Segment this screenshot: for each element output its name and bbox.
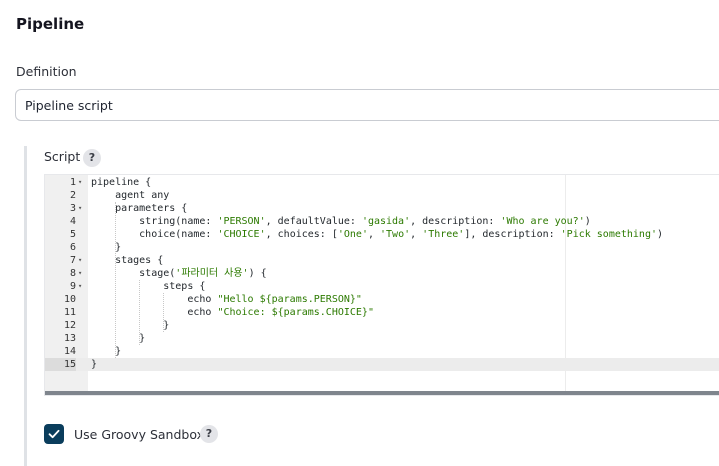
code-line[interactable]: 8▾ stage('파라미터 사용') {: [45, 267, 719, 280]
code-line[interactable]: 1▾ pipeline {: [45, 176, 719, 189]
line-number: 11: [63, 307, 76, 318]
code-line[interactable]: 6 }: [45, 241, 719, 254]
fold-caret-icon[interactable]: ▾: [78, 256, 83, 264]
fold-caret-icon[interactable]: ▾: [78, 204, 83, 212]
code-line[interactable]: 3▾ parameters {: [45, 202, 719, 215]
code-text: }: [91, 242, 122, 253]
code-text: }: [91, 359, 98, 370]
code-text: parameters {: [91, 203, 188, 214]
line-number: 12: [63, 320, 76, 331]
code-line[interactable]: 10 echo "Hello ${params.PERSON}": [45, 293, 719, 306]
code-line[interactable]: 5 choice(name: 'CHOICE', choices: ['One'…: [45, 228, 719, 241]
print-margin: [565, 175, 566, 395]
fold-caret-icon[interactable]: ▾: [78, 282, 83, 290]
code-line[interactable]: 15}: [45, 358, 719, 371]
line-number: 3: [69, 203, 76, 214]
indent-guide: [139, 280, 141, 345]
groovy-sandbox-checkbox[interactable]: [44, 424, 64, 444]
fold-caret-icon[interactable]: ▾: [78, 269, 83, 277]
code-line[interactable]: 9▾ steps {: [45, 280, 719, 293]
code-text: string(name: 'PERSON', defaultValue: 'ga…: [91, 216, 591, 227]
code-line[interactable]: 11 echo "Choice: ${params.CHOICE}": [45, 306, 719, 319]
horizontal-scrollbar[interactable]: [45, 391, 719, 395]
line-number: 2: [69, 190, 76, 201]
line-number: 6: [69, 242, 76, 253]
code-line[interactable]: 12 }: [45, 319, 719, 332]
code-text: stage('파라미터 사용') {: [91, 268, 267, 279]
line-number: 7: [69, 255, 76, 266]
script-help-icon[interactable]: ?: [83, 149, 101, 167]
line-number: 15: [45, 358, 76, 371]
code-line[interactable]: 13 }: [45, 332, 719, 345]
code-text: }: [91, 346, 122, 357]
code-text: }: [91, 333, 146, 344]
fold-caret-icon[interactable]: ▾: [78, 178, 83, 186]
code-line[interactable]: 2 agent any: [45, 189, 719, 202]
line-number: 5: [69, 229, 76, 240]
line-number: 14: [63, 346, 76, 357]
definition-label: Definition: [16, 64, 77, 79]
sandbox-help-icon[interactable]: ?: [200, 425, 218, 443]
line-number: 4: [69, 216, 76, 227]
code-text: stages {: [91, 255, 164, 266]
pipeline-section-title: Pipeline: [16, 15, 85, 33]
definition-select[interactable]: Pipeline script: [15, 89, 719, 121]
code-text: steps {: [91, 281, 206, 292]
nested-section-border: [24, 146, 27, 466]
code-line[interactable]: 7▾ stages {: [45, 254, 719, 267]
script-label: Script: [44, 149, 81, 164]
code-line[interactable]: 14 }: [45, 345, 719, 358]
line-number: 1: [69, 177, 76, 188]
line-number: 10: [63, 294, 76, 305]
indent-guide: [115, 202, 117, 358]
code-text: agent any: [91, 190, 170, 201]
code-text: }: [91, 320, 170, 331]
definition-select-value: Pipeline script: [25, 98, 113, 113]
indent-guide: [163, 293, 165, 332]
groovy-sandbox-label[interactable]: Use Groovy Sandbox: [74, 427, 204, 442]
code-line[interactable]: 4 string(name: 'PERSON', defaultValue: '…: [45, 215, 719, 228]
code-text: choice(name: 'CHOICE', choices: ['One', …: [91, 229, 664, 240]
line-number: 8: [69, 268, 76, 279]
line-number: 9: [69, 281, 76, 292]
code-text: echo "Hello ${params.PERSON}": [91, 294, 362, 305]
code-text: echo "Choice: ${params.CHOICE}": [91, 307, 374, 318]
line-number: 13: [63, 333, 76, 344]
code-text: pipeline {: [91, 177, 152, 188]
